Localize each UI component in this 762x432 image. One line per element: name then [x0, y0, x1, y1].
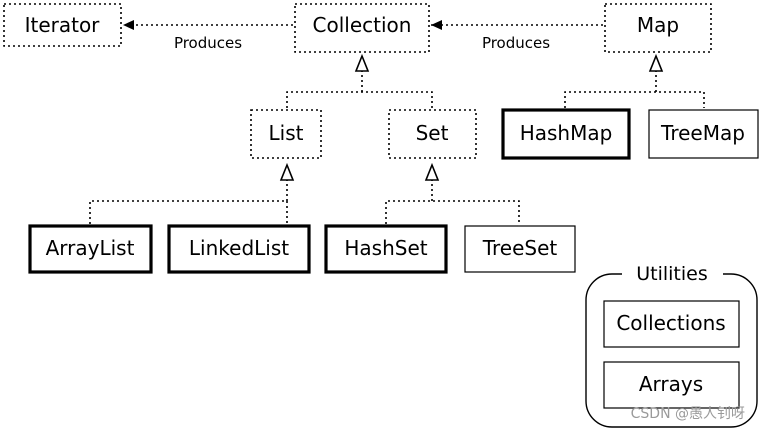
node-hashmap: HashMap [501, 108, 631, 160]
utilities-group: Utilities Collections Arrays [585, 263, 758, 428]
collections-label: Collections [616, 311, 725, 335]
collections-box [603, 300, 740, 348]
edge-lists-to-list [89, 200, 288, 224]
node-map: Map [604, 3, 712, 53]
set-box [388, 109, 477, 159]
node-list: List [250, 109, 322, 159]
treemap-box [648, 109, 759, 159]
arraylist-label: ArrayList [46, 236, 135, 260]
hashmap-label: HashMap [520, 121, 613, 145]
map-label: Map [637, 13, 679, 37]
map-inherit-arrowhead [648, 53, 664, 72]
set-inherit-arrowhead [424, 162, 440, 181]
hashmap-box [501, 108, 631, 160]
list-label: List [269, 121, 304, 145]
edges [89, 20, 705, 224]
collection-box [294, 3, 430, 53]
linkedlist-box [167, 224, 311, 274]
edge-list-set-to-collection [286, 91, 433, 108]
iterator-label: Iterator [25, 13, 101, 37]
produces-label-left: Produces [174, 34, 242, 52]
utilities-title: Utilities [636, 263, 708, 285]
node-collection: Collection [294, 3, 430, 53]
node-arraylist: ArrayList [28, 224, 153, 274]
edge-sets-to-set [385, 200, 520, 224]
produces-label-right: Produces [482, 34, 550, 52]
list-box [250, 109, 322, 159]
node-treeset: TreeSet [464, 225, 576, 273]
node-treemap: TreeMap [648, 109, 759, 159]
map-box [604, 3, 712, 53]
hashset-box [324, 224, 448, 274]
collection-label: Collection [313, 13, 412, 37]
list-inherit-arrowhead [279, 162, 295, 181]
arrays-label: Arrays [639, 372, 703, 396]
node-set: Set [388, 109, 477, 159]
node-hashset: HashSet [324, 224, 448, 274]
utilities-title-gap [622, 264, 723, 284]
inheritance-arrowheads [279, 53, 664, 181]
hashset-label: HashSet [344, 236, 427, 260]
csdn-watermark: CSDN @愚人钊呀 [631, 406, 745, 422]
treemap-label: TreeMap [660, 121, 745, 145]
set-label: Set [416, 121, 449, 145]
iterator-box [3, 3, 122, 47]
edge-maps-to-map [564, 91, 705, 108]
arrays-box [603, 361, 740, 409]
treeset-label: TreeSet [482, 236, 558, 260]
arraylist-box [28, 224, 153, 274]
linkedlist-label: LinkedList [189, 236, 289, 260]
treeset-box [464, 225, 576, 273]
node-linkedlist: LinkedList [167, 224, 311, 274]
node-iterator: Iterator [3, 3, 122, 47]
collection-inherit-arrowhead [354, 53, 370, 72]
